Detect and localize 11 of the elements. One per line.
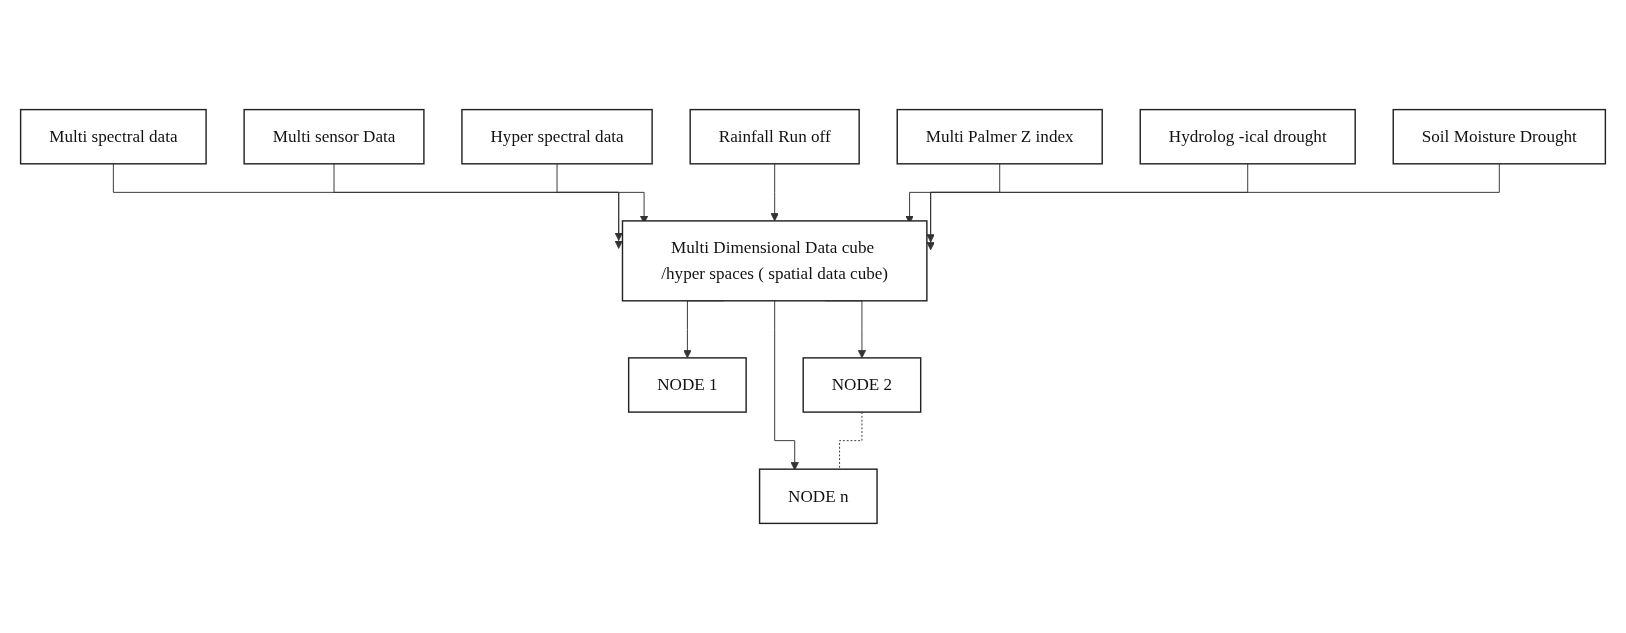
node-box: NODE 2 [802,357,922,413]
node-box: Hydrolog -ical drought [1139,108,1356,165]
node-box: Multi sensor Data [243,108,425,165]
node-box: Rainfall Run off [689,108,860,165]
node-box: NODE 1 [627,357,747,413]
node-box: Multi spectral data [19,108,207,165]
node-box: Multi Palmer Z index [896,108,1103,165]
node-box: Soil Moisture Drought [1392,108,1607,165]
node-box: Hyper spectral data [461,108,653,165]
node-box: Multi Dimensional Data cube /hyper spaces ( spatial data cube) [621,220,928,302]
node-box: NODE n [758,468,878,525]
